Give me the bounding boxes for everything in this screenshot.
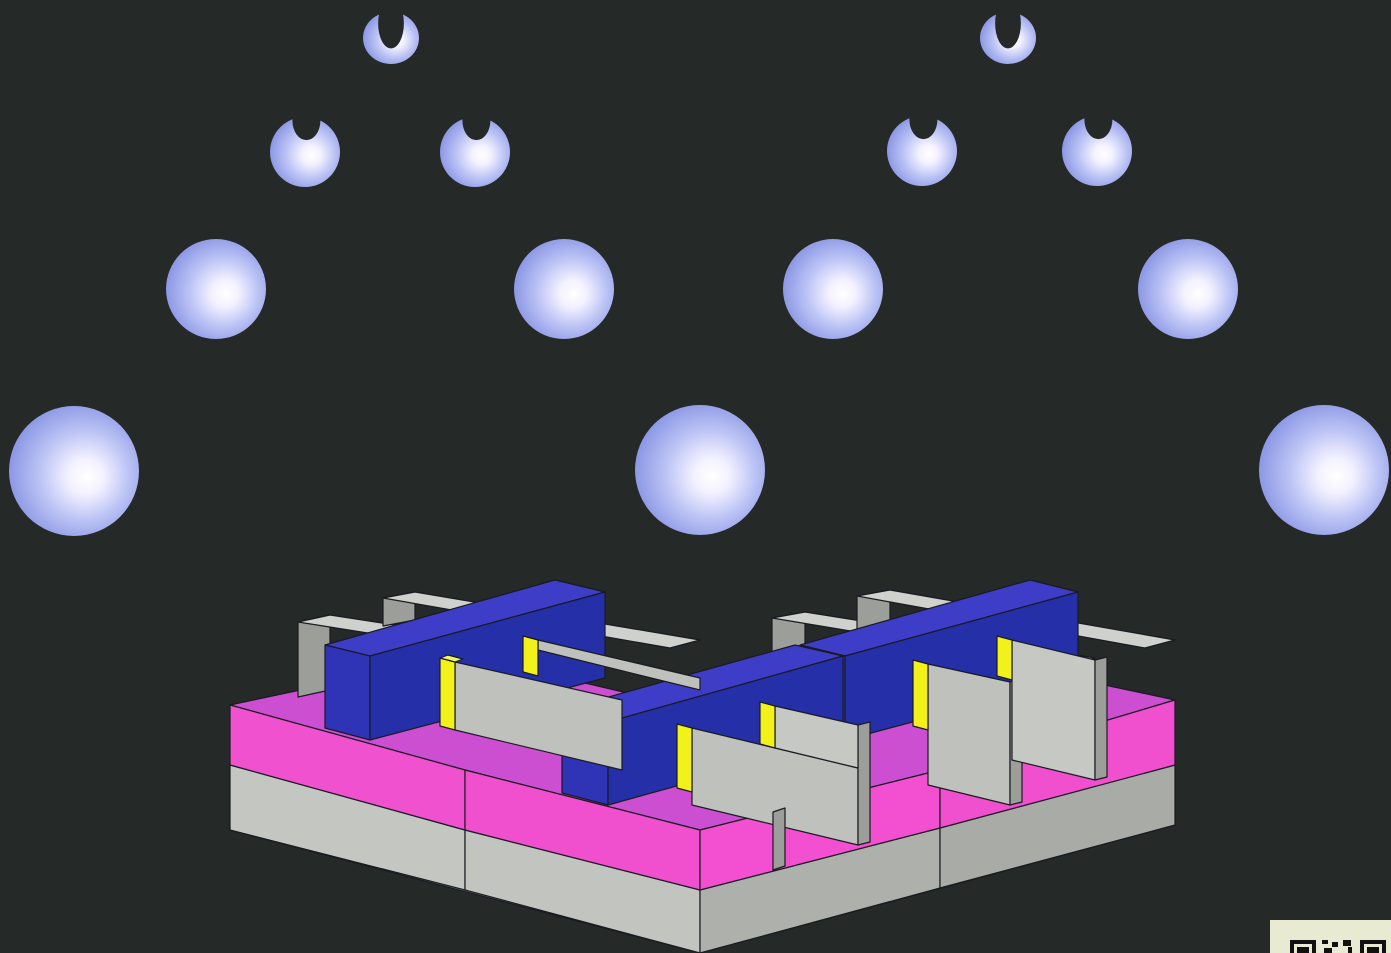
nanoparticle-spheres: [9, 12, 1389, 536]
large-sphere: [635, 405, 765, 535]
cup-particle: [363, 12, 419, 64]
bitten-sphere: [440, 117, 510, 187]
sphere: [166, 239, 266, 339]
bitten-sphere: [270, 117, 340, 187]
spacer: [912, 659, 929, 731]
bitten-sphere: [1062, 116, 1132, 186]
sphere: [514, 239, 614, 339]
spacer: [522, 635, 539, 677]
spacer: [996, 635, 1013, 681]
finfet-device: [229, 579, 1176, 953]
cup-particle: [980, 12, 1036, 64]
spacer: [439, 657, 456, 731]
bitten-sphere: [887, 116, 957, 186]
gate-left: [324, 579, 606, 741]
spacer: [676, 723, 693, 793]
spacer: [759, 701, 776, 749]
sphere: [783, 239, 883, 339]
qr-code-icon: [1270, 920, 1391, 953]
large-sphere: [1259, 405, 1389, 535]
sphere: [1138, 239, 1238, 339]
large-sphere: [9, 406, 139, 536]
fins-front: [439, 635, 1108, 871]
